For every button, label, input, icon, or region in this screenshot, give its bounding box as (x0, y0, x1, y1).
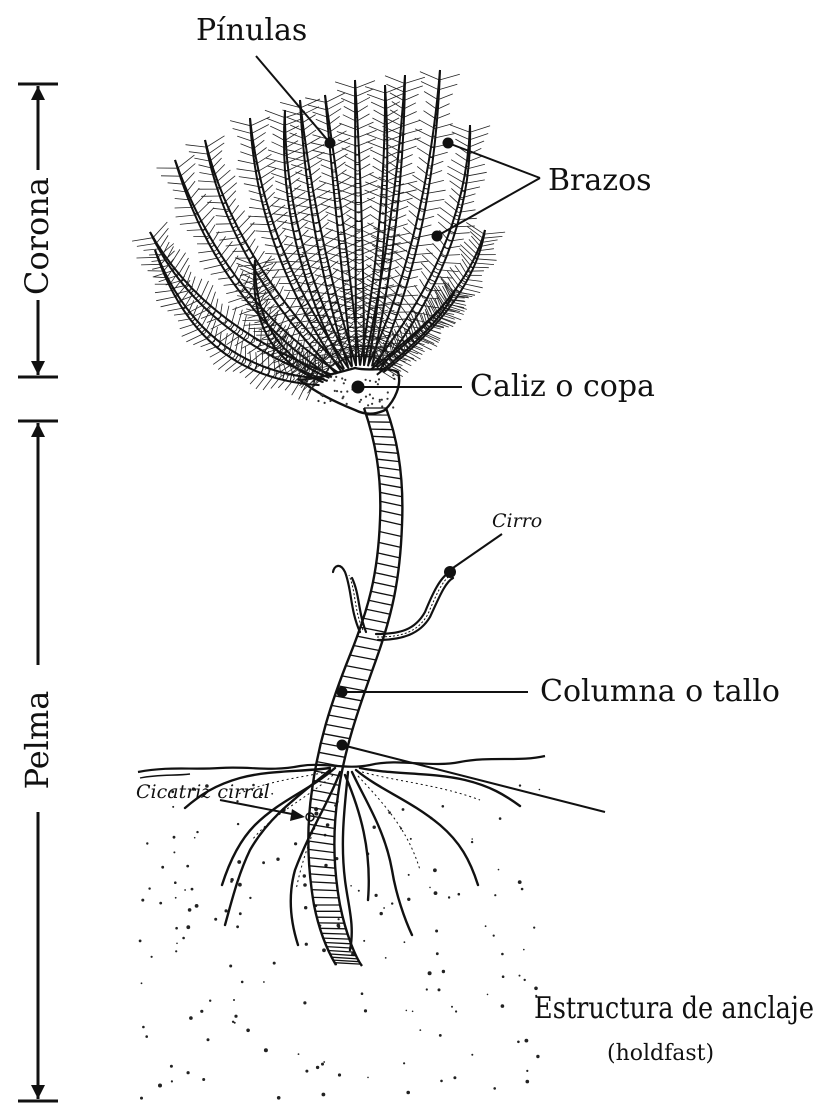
sediment-dots (139, 784, 541, 1100)
pinulas-label: Pínulas (196, 13, 307, 48)
cirro-label: Cirro (492, 510, 542, 532)
holdfast-texture (236, 772, 480, 890)
stalk-segments (308, 408, 402, 964)
columna-label: Columna o tallo (540, 674, 780, 709)
estructura-pointer-dot (337, 740, 348, 751)
corona-label: Corona (18, 177, 56, 295)
pelma-label: Pelma (18, 691, 56, 790)
columna-pointer-dot (337, 687, 348, 698)
caliz-pointer-dot (352, 381, 365, 394)
cicatriz-arrow (220, 800, 314, 821)
crown-arms (132, 70, 505, 400)
brazos-label: Brazos (548, 163, 652, 198)
brazos-pointer-dot-2 (432, 231, 443, 242)
estructura-label: Estructura de anclaje (534, 991, 814, 1026)
calyx (300, 368, 399, 414)
holdfast-label: (holdfast) (607, 1041, 714, 1066)
pinulas-pointer-dot (325, 138, 336, 149)
caliz-label: Caliz o copa (470, 369, 655, 404)
cirro-pointer-dot (444, 566, 456, 578)
brazos-pointer-dot-1 (443, 138, 454, 149)
arm (377, 223, 505, 377)
cicatriz-label: Cicatriz cirral (136, 781, 270, 803)
